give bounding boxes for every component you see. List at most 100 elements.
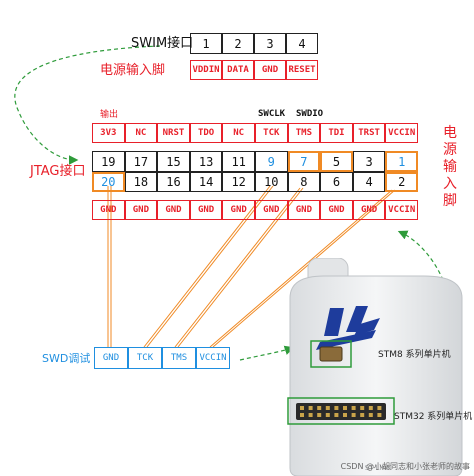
stm8-label: STM8 系列单片机 — [378, 350, 451, 360]
stm32-label: STM32 系列单片机 — [394, 412, 473, 422]
swim-title: SWIM接口 — [131, 36, 194, 51]
jtag-odd-pin-3: 13 — [189, 151, 223, 172]
jtag-even-pin-4: 12 — [222, 172, 255, 192]
swim-pin-1: 2 — [222, 33, 254, 54]
jtag-bottom-signal-9: VCCIN — [385, 200, 418, 220]
stm32-pin — [377, 413, 382, 417]
jtag-even-pin-3: 14 — [189, 172, 223, 192]
jtag-bottom-signal-8: GND — [352, 200, 386, 220]
stm32-pin — [317, 413, 322, 417]
device-to-jtag-arrow — [397, 230, 454, 369]
stm32-pin — [368, 413, 373, 417]
swim-power-label: 电源输入脚 — [100, 63, 166, 78]
swim-pin-2: 3 — [254, 33, 286, 54]
jtag-odd-pin-1: 17 — [124, 151, 158, 172]
jtag-bottom-signal-1: GND — [124, 200, 158, 220]
stm32-pin — [334, 413, 339, 417]
jtag-top-signal-8: TRST — [352, 123, 386, 143]
stm8-connector — [319, 346, 343, 362]
jtag-top-signal-2: NRST — [157, 123, 190, 143]
jtag-even-pin-7: 6 — [320, 172, 353, 192]
swd-signal-1: TCK — [128, 347, 162, 369]
stm32-connector — [296, 403, 386, 420]
jtag-bottom-signal-4: GND — [222, 200, 255, 220]
watermark: CSDN @小胡同志和小张老师的故事 — [340, 462, 470, 471]
swd-signal-3: VCCIN — [196, 347, 230, 369]
jtag-top-signal-7: TDI — [320, 123, 353, 143]
swdio-label: SWDIO — [296, 109, 324, 119]
jtag-even-pin-6: 8 — [287, 172, 321, 192]
stm32-pin — [308, 413, 313, 417]
jtag-bottom-signal-2: GND — [157, 200, 190, 220]
jtag-top-signal-5: TCK — [255, 123, 288, 143]
stm8-connector-highlight — [310, 340, 352, 368]
stm32-pin — [325, 406, 330, 410]
output-label: 输出 — [100, 110, 119, 120]
jtag-even-pin-5: 10 — [255, 172, 288, 192]
jtag-top-signal-4: NC — [222, 123, 255, 143]
swim-to-jtag-arrow — [14, 45, 161, 165]
swd-tms-wire — [174, 187, 304, 348]
jtag-even-pin-9: 2 — [385, 172, 418, 192]
swim-pin-0: 1 — [190, 33, 222, 54]
stm32-connector-pins — [300, 406, 382, 417]
swim-pin-3: 4 — [286, 33, 318, 54]
stm32-pin — [343, 413, 347, 417]
jtag-odd-pin-6: 7 — [287, 151, 321, 172]
jtag-title: JTAG接口 — [30, 164, 86, 179]
stm32-connector-highlight — [287, 397, 395, 425]
stm32-pin — [351, 413, 356, 417]
jtag-top-signal-1: NC — [124, 123, 158, 143]
jtag-odd-pin-4: 11 — [222, 151, 255, 172]
stm32-pin — [360, 406, 365, 410]
vertical-char-4: 脚 — [443, 193, 457, 209]
swd-to-device-arrow — [239, 345, 295, 361]
swd-tck-wire — [143, 185, 274, 348]
jtag-top-signal-0: 3V3 — [92, 123, 125, 143]
jtag-bottom-signal-6: GND — [287, 200, 321, 220]
stm32-pin — [317, 406, 322, 410]
swim-signal-1: DATA — [222, 60, 254, 80]
swclk-label: SWCLK — [258, 109, 286, 119]
stm32-pin — [377, 406, 382, 410]
st-logo-icon — [316, 306, 380, 350]
stm32-pin — [334, 406, 339, 410]
jtag-bottom-signal-3: GND — [189, 200, 223, 220]
jtag-odd-pin-8: 3 — [352, 151, 386, 172]
jtag-odd-pin-0: 19 — [92, 151, 125, 172]
jtag-top-signal-6: TMS — [287, 123, 321, 143]
stm32-pin — [360, 413, 365, 417]
device-body — [289, 275, 463, 476]
jtag-even-pin-0: 20 — [92, 172, 125, 192]
swim-signal-2: GND — [254, 60, 286, 80]
vertical-char-0: 电 — [443, 125, 457, 141]
jtag-odd-pin-5: 9 — [255, 151, 288, 172]
stm32-pin — [300, 406, 304, 410]
vertical-char-1: 源 — [443, 142, 457, 158]
stm32-pin — [351, 406, 356, 410]
stm32-pin — [343, 406, 347, 410]
jtag-odd-pin-7: 5 — [320, 151, 353, 172]
jtag-even-pin-1: 18 — [124, 172, 158, 192]
swd-title: SWD调试 — [42, 352, 91, 365]
jtag-top-signal-9: VCCIN — [385, 123, 418, 143]
jtag-bottom-signal-0: GND — [92, 200, 125, 220]
swim-signal-0: VDDIN — [190, 60, 222, 80]
jtag-power-vertical-label: 电源输入脚 — [442, 125, 458, 210]
vertical-char-2: 输 — [443, 159, 457, 175]
swim-signal-3: RESET — [286, 60, 318, 80]
stm32-pin — [308, 406, 313, 410]
swd-signal-0: GND — [94, 347, 128, 369]
swd-signal-2: TMS — [162, 347, 196, 369]
swd-gnd-wire — [107, 186, 112, 347]
stm32-pin — [368, 406, 373, 410]
jtag-top-signal-3: TDO — [189, 123, 223, 143]
jtag-even-pin-8: 4 — [352, 172, 386, 192]
stm32-pin — [325, 413, 330, 417]
jtag-odd-pin-9: 1 — [385, 151, 418, 172]
jtag-bottom-signal-7: GND — [320, 200, 353, 220]
jtag-bottom-signal-5: GND — [255, 200, 288, 220]
stlink-device: ST-LINK — [287, 258, 463, 476]
